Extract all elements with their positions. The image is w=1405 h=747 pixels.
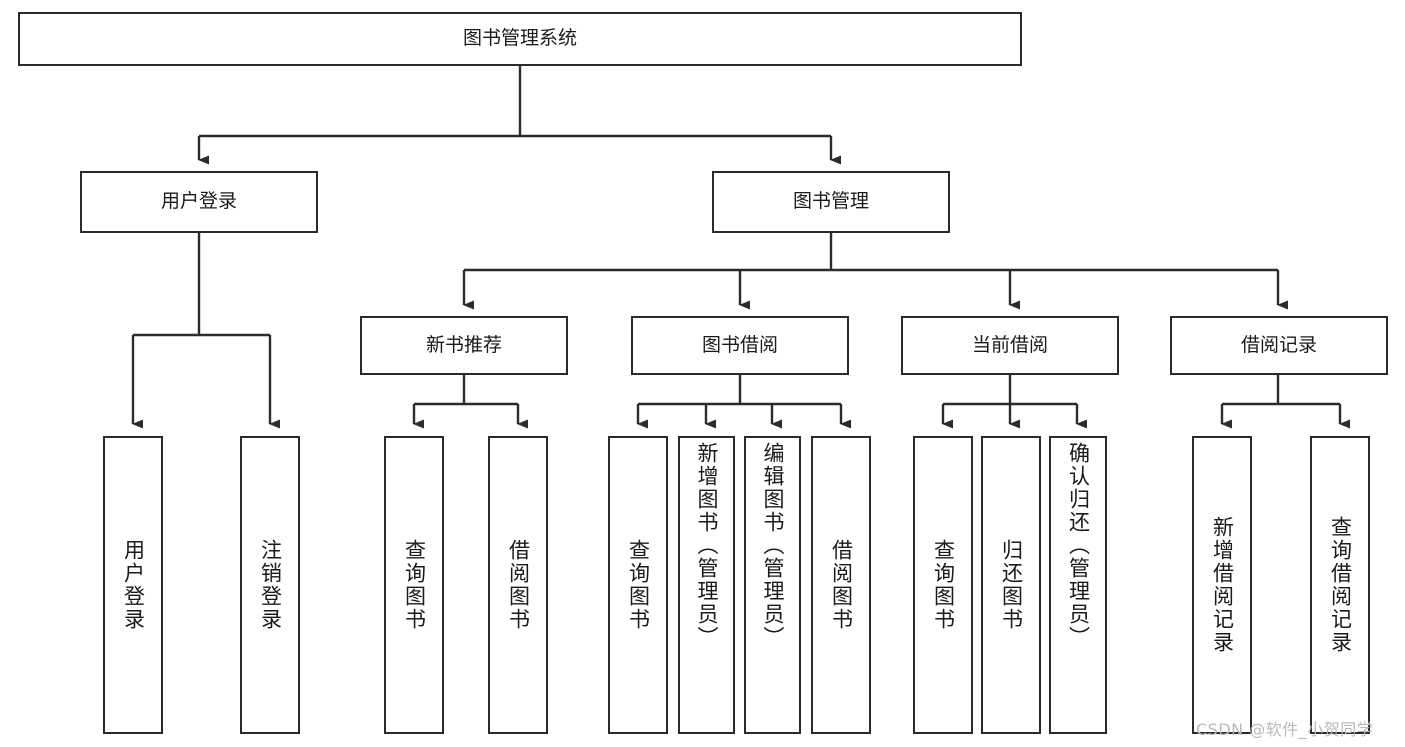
node-leaf-return-book[interactable]: 归还图书 (981, 436, 1041, 734)
node-new-book-recommend[interactable]: 新书推荐 (360, 316, 568, 375)
node-label: 查询图书 (931, 539, 956, 631)
node-label: 借阅图书 (506, 539, 531, 631)
node-leaf-add-record[interactable]: 新增借阅记录 (1192, 436, 1252, 734)
node-user-login[interactable]: 用户登录 (80, 171, 318, 233)
node-label: 新书推荐 (425, 333, 502, 356)
node-label: 借阅图书 (829, 539, 854, 631)
node-label: 新增借阅记录 (1210, 516, 1235, 654)
node-book-borrow[interactable]: 图书借阅 (631, 316, 849, 375)
node-label: 确认归还（管理员） (1066, 442, 1091, 649)
node-label: 图书管理 (792, 190, 869, 213)
node-label: 当前借阅 (971, 333, 1048, 356)
node-label: 图书管理系统 (462, 27, 577, 50)
node-label: 用户登录 (160, 190, 237, 213)
node-label: 编辑图书（管理员） (761, 442, 785, 649)
node-label: 注销登录 (258, 539, 283, 631)
node-leaf-confirm-return[interactable]: 确认归还（管理员） (1049, 436, 1107, 734)
node-label: 图书借阅 (701, 333, 778, 356)
node-leaf-query-book-3[interactable]: 查询图书 (913, 436, 973, 734)
node-label: 用户登录 (121, 539, 146, 631)
node-leaf-logout[interactable]: 注销登录 (240, 436, 300, 734)
node-label: 查询图书 (402, 539, 427, 631)
node-label: 借阅记录 (1240, 333, 1317, 356)
node-label: 新增图书（管理员） (695, 442, 719, 649)
node-book-management[interactable]: 图书管理 (712, 171, 950, 233)
node-leaf-borrow-book-2[interactable]: 借阅图书 (811, 436, 871, 734)
node-leaf-query-book-2[interactable]: 查询图书 (608, 436, 668, 734)
node-leaf-user-login[interactable]: 用户登录 (103, 436, 163, 734)
node-label: 查询图书 (626, 539, 651, 631)
watermark-text: CSDN @软件_小贺同学 (1196, 720, 1374, 739)
node-leaf-query-record[interactable]: 查询借阅记录 (1310, 436, 1370, 734)
node-leaf-borrow-book-1[interactable]: 借阅图书 (488, 436, 548, 734)
node-book-management-system[interactable]: 图书管理系统 (18, 12, 1022, 66)
node-borrow-record[interactable]: 借阅记录 (1170, 316, 1388, 375)
node-leaf-edit-book[interactable]: 编辑图书（管理员） (744, 436, 801, 734)
node-label: 查询借阅记录 (1328, 516, 1353, 654)
node-leaf-query-book-1[interactable]: 查询图书 (384, 436, 444, 734)
node-leaf-add-book[interactable]: 新增图书（管理员） (678, 436, 735, 734)
node-label: 归还图书 (999, 539, 1024, 631)
node-current-borrow[interactable]: 当前借阅 (901, 316, 1119, 375)
